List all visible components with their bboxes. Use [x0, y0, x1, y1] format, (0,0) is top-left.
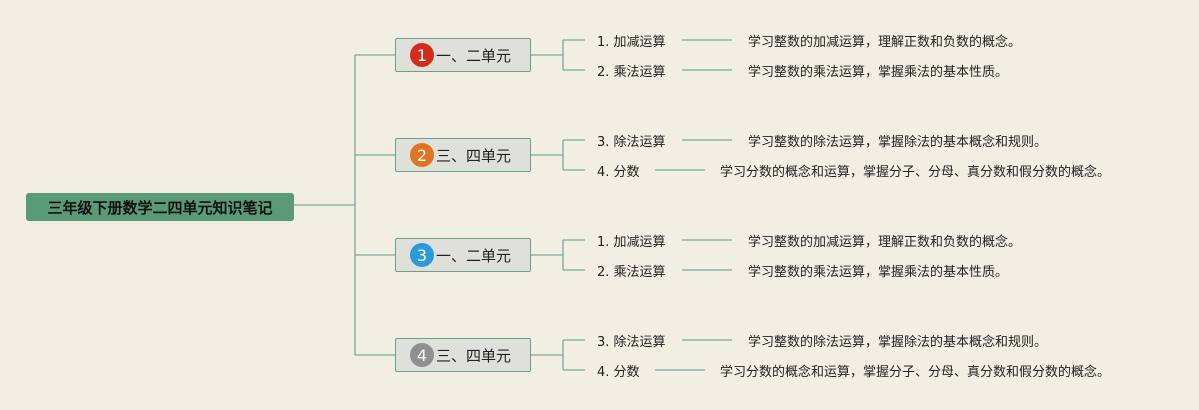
topic-description: 学习整数的除法运算，掌握除法的基本概念和规则。	[748, 335, 1048, 350]
topic-description: 学习分数的概念和运算，掌握分子、分母、真分数和假分数的概念。	[720, 165, 1111, 180]
topic-label[interactable]: 2. 乘法运算	[597, 265, 666, 280]
root-topic[interactable]: 三年级下册数学二四单元知识笔记	[26, 193, 294, 221]
number-badge-icon: 1	[410, 43, 434, 67]
topic-description: 学习整数的乘法运算，掌握乘法的基本性质。	[748, 65, 1009, 80]
topic-label[interactable]: 4. 分数	[597, 165, 640, 180]
topic-description: 学习整数的除法运算，掌握除法的基本概念和规则。	[748, 135, 1048, 150]
unit-label: 三、四单元	[436, 146, 512, 165]
number-badge-icon: 2	[410, 143, 434, 167]
unit-label: 三、四单元	[436, 346, 512, 365]
number-badge-icon: 3	[410, 243, 434, 267]
number-badge-icon: 4	[410, 343, 434, 367]
topic-label[interactable]: 2. 乘法运算	[597, 65, 666, 80]
topic-label[interactable]: 1. 加减运算	[597, 235, 666, 250]
topic-label[interactable]: 4. 分数	[597, 365, 640, 380]
unit-label: 一、二单元	[436, 246, 512, 265]
unit-label: 一、二单元	[436, 46, 512, 65]
topic-description: 学习整数的加减运算，理解正数和负数的概念。	[748, 235, 1022, 250]
topic-description: 学习整数的加减运算，理解正数和负数的概念。	[748, 35, 1022, 50]
topic-description: 学习分数的概念和运算，掌握分子、分母、真分数和假分数的概念。	[720, 365, 1111, 380]
topic-label[interactable]: 1. 加减运算	[597, 35, 666, 50]
topic-description: 学习整数的乘法运算，掌握乘法的基本性质。	[748, 265, 1009, 280]
topic-label[interactable]: 3. 除法运算	[597, 335, 666, 350]
topic-label[interactable]: 3. 除法运算	[597, 135, 666, 150]
